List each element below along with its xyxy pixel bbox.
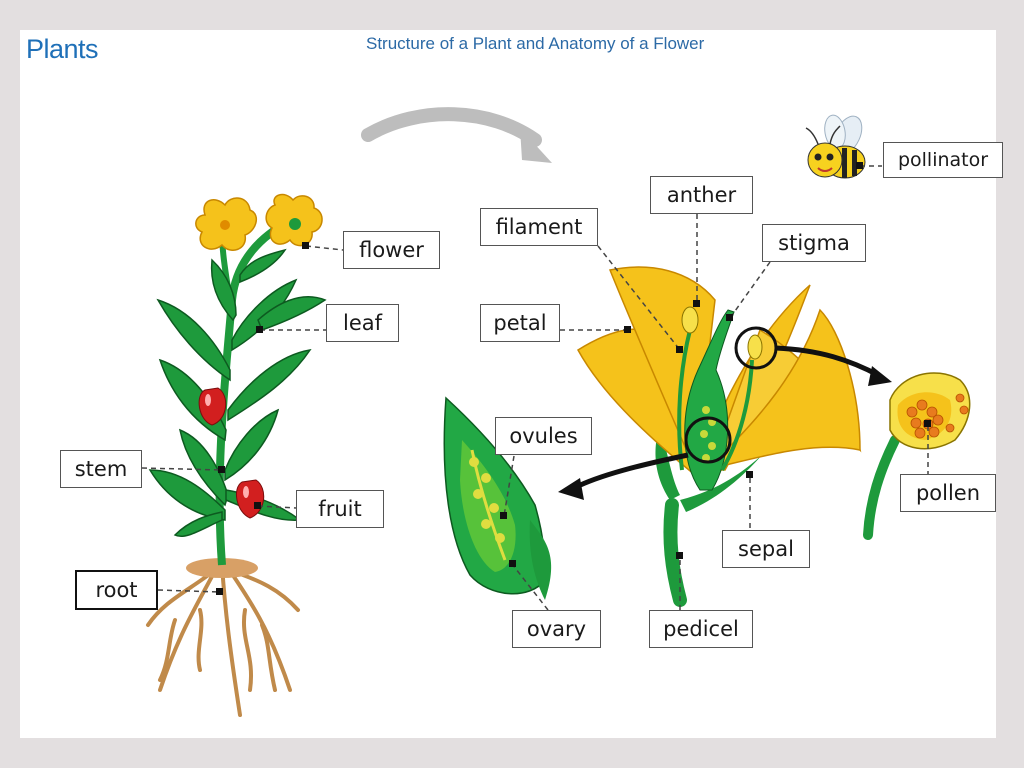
ovary-cross-section xyxy=(443,396,552,600)
label-pedicel: pedicel xyxy=(649,610,753,648)
label-leaf: leaf xyxy=(326,304,399,342)
transition-arrowhead xyxy=(520,128,552,163)
arrow-to-pollen xyxy=(775,345,882,379)
flower-filament xyxy=(677,329,692,471)
bee-icon xyxy=(805,114,866,179)
pollen-closeup xyxy=(863,372,971,540)
page-subtitle: Structure of a Plant and Anatomy of a Fl… xyxy=(366,34,705,53)
page-title: Plants xyxy=(26,34,99,64)
label-anther: anther xyxy=(650,176,753,214)
label-fruit: fruit xyxy=(296,490,384,528)
arrow-to-ovary xyxy=(572,452,689,491)
flower-anther xyxy=(681,306,699,334)
label-stem: stem xyxy=(60,450,142,488)
label-filament: filament xyxy=(480,208,598,246)
leader-markers xyxy=(216,162,931,595)
flower-pedicel xyxy=(663,498,687,607)
label-ovary: ovary xyxy=(512,610,601,648)
plant-soil xyxy=(186,558,258,578)
flower-sepal xyxy=(680,455,762,512)
label-petal: petal xyxy=(480,304,560,342)
transition-arrow xyxy=(361,107,542,147)
plant-leaves xyxy=(148,248,327,537)
label-pollen: pollen xyxy=(900,474,996,512)
label-flower: flower xyxy=(343,231,440,269)
plant-roots xyxy=(146,563,300,717)
flower-illustration xyxy=(558,266,892,607)
label-sepal: sepal xyxy=(722,530,810,568)
zoom-circle-ovary xyxy=(684,416,732,464)
plant-illustration xyxy=(146,193,327,717)
label-pollinator: pollinator xyxy=(883,142,1003,178)
plant-flowers xyxy=(195,193,323,251)
leader-lines xyxy=(141,165,929,611)
label-ovules: ovules xyxy=(495,417,592,455)
label-root: root xyxy=(75,570,158,610)
label-stigma: stigma xyxy=(762,224,866,262)
